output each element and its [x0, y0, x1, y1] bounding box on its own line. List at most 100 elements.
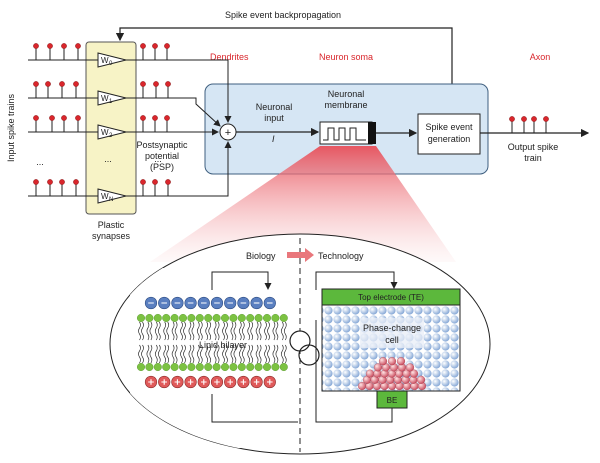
spike-head [33, 43, 39, 49]
biology-wire-bottom [211, 394, 298, 423]
lipid-head-top [195, 314, 204, 323]
lipid-tail [233, 321, 237, 341]
lipid-head-bottom [136, 363, 145, 372]
lipid-head-top [254, 314, 263, 323]
weight-subscript: 2 [109, 133, 113, 139]
spike-head [164, 115, 170, 121]
dendrite-wire [178, 97, 221, 127]
lipid-tail [149, 344, 153, 364]
spike-head [543, 116, 549, 122]
weight-triangle [97, 90, 127, 106]
lipid-tail [258, 321, 262, 341]
lipid-head-top [145, 314, 154, 323]
plastic-label-1: Plastic [98, 220, 125, 230]
lipid-head-bottom [271, 363, 280, 372]
lipid-head-bottom [220, 363, 229, 372]
weight-subscript: 1 [109, 99, 113, 105]
lipid-tail [205, 321, 209, 341]
lipid-tail [180, 321, 183, 341]
lipid-head-top [263, 314, 272, 323]
weight-label: W [101, 56, 109, 65]
dendrite-wire [178, 141, 232, 197]
lipid-tail [205, 344, 209, 364]
lipid-head-top [170, 314, 179, 323]
lipid-tail [191, 344, 195, 364]
lipid-head-bottom [162, 363, 171, 372]
spike-gen-label-1: Spike event [425, 122, 473, 132]
psp-ellipsis: ... [154, 154, 162, 164]
spike-head [140, 81, 146, 87]
lipid-tail [183, 344, 186, 364]
lipid-tail [267, 321, 270, 341]
lipid-tail [283, 321, 287, 341]
biology-technology-arrow [287, 248, 314, 262]
pcm-label-1: Phase-change [363, 323, 421, 333]
psp-label-2: potential [145, 151, 179, 161]
membrane-device [319, 121, 376, 145]
lipid-tail [157, 344, 161, 364]
lipid-head-top [204, 314, 213, 323]
lipid-bilayer-panel [130, 268, 298, 448]
spike-head [59, 81, 65, 87]
spike-head [165, 179, 171, 185]
lipid-tail [255, 321, 259, 341]
spike-head [531, 116, 537, 122]
lipid-tail [213, 344, 217, 364]
pcm-label-2: cell [385, 335, 399, 345]
lipid-tail [154, 321, 158, 341]
lipid-tail [188, 344, 192, 364]
spike-head [61, 115, 67, 121]
spike-head [152, 115, 158, 121]
spike-head [521, 116, 527, 122]
lipid-tail [280, 344, 284, 364]
lipid-label: Lipid bilayer [199, 340, 247, 350]
lipid-tail [238, 344, 242, 364]
lipid-tail [163, 344, 167, 364]
spike-head [140, 115, 146, 121]
top-electrode-label: Top electrode (TE) [358, 293, 424, 302]
lipid-tail [250, 344, 254, 364]
spike-head [165, 81, 171, 87]
lipid-head-bottom [195, 363, 204, 372]
lipid-tail [146, 344, 150, 364]
lipid-head-top [279, 314, 288, 323]
membrane-label-2: membrane [324, 100, 367, 110]
spike-head [47, 179, 53, 185]
spike-head [33, 115, 39, 121]
weight-triangle [97, 52, 127, 68]
lipid-tail [166, 344, 170, 364]
lipid-tail [272, 321, 276, 341]
lipid-tail [171, 321, 175, 341]
weight-triangle [97, 124, 127, 140]
spike-head [75, 43, 81, 49]
weight-ellipsis: ... [104, 154, 112, 164]
plastic-label-2: synapses [92, 231, 131, 241]
spike-head [75, 115, 81, 121]
lipid-tail [225, 344, 228, 364]
output-spike-train [509, 116, 549, 133]
lipid-head-top [178, 314, 187, 323]
lipid-head-bottom [254, 363, 263, 372]
pcm-amorphous-atom [396, 357, 406, 366]
tech-wire-top [315, 271, 398, 290]
dendrite-wire [178, 59, 232, 123]
lipid-tail [183, 321, 186, 341]
lipid-tail [174, 321, 178, 341]
spike-head [140, 43, 146, 49]
lipid-tail [157, 321, 161, 341]
pcm-amorphous-atom [405, 363, 415, 372]
lipid-tail [247, 344, 251, 364]
biology-bg [130, 268, 298, 448]
lipid-tail [230, 321, 234, 341]
lipid-head-bottom [153, 363, 162, 372]
lipid-head-top [136, 314, 145, 323]
lipid-head-top [237, 314, 246, 323]
lipid-tail [163, 321, 167, 341]
lipid-head-top [246, 314, 255, 323]
lipid-tail [233, 344, 237, 364]
backprop-label: Spike event backpropagation [225, 10, 341, 20]
membrane-label-1: Neuronal [328, 89, 365, 99]
bottom-electrode-label: BE [387, 396, 398, 405]
